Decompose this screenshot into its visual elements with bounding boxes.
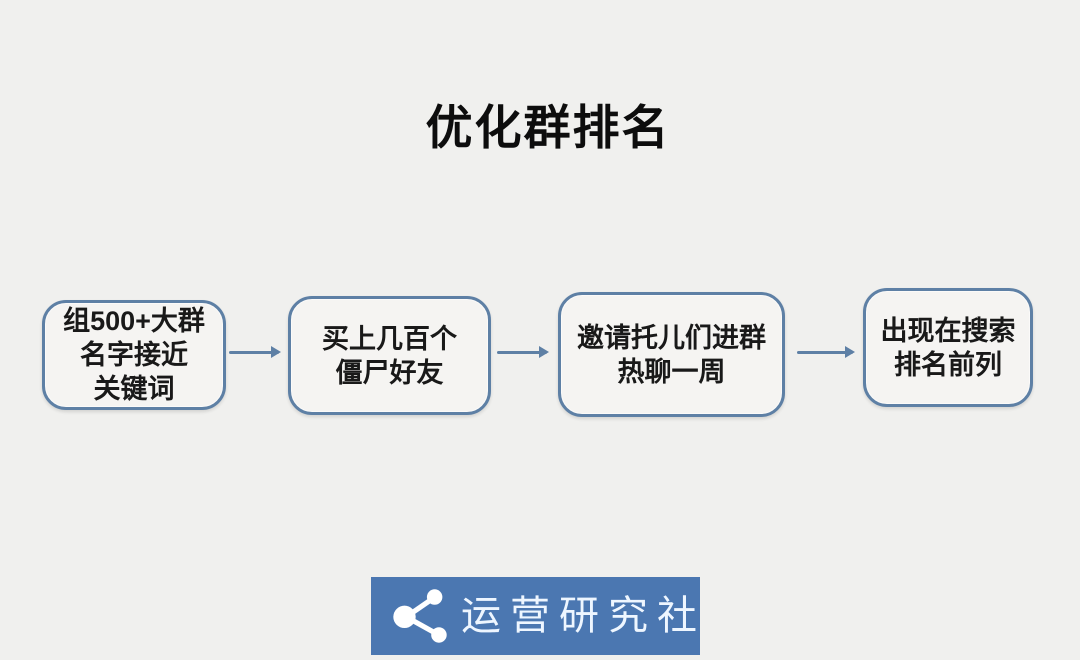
share-network-icon	[393, 589, 447, 643]
flow-step-line: 组500+大群	[63, 306, 205, 336]
flow-step-line: 邀请托儿们进群	[577, 322, 766, 353]
flow-step-line: 买上几百个	[322, 323, 457, 354]
flow-step-4: 出现在搜索 排名前列	[863, 288, 1033, 407]
flow-step-2: 买上几百个 僵尸好友	[288, 296, 491, 415]
flow-step-line: 排名前列	[894, 349, 1002, 380]
flow-step-line: 出现在搜索	[880, 315, 1016, 346]
flow-step-3: 邀请托儿们进群 热聊一周	[558, 292, 785, 417]
brand-name: 运营研究社	[461, 594, 706, 638]
flow-step-1: 组500+大群 名字接近 关键词	[42, 300, 226, 410]
flow-connector-arrow-icon	[229, 346, 281, 358]
flow-step-line: 名字接近	[80, 340, 188, 370]
brand-logo: 运营研究社	[371, 577, 700, 655]
flow-step-line: 僵尸好友	[335, 357, 444, 388]
flow-step-line: 热聊一周	[617, 356, 726, 387]
page-title: 优化群排名	[425, 101, 671, 155]
flow-connector-arrow-icon	[497, 346, 549, 358]
flow-step-line: 关键词	[93, 374, 175, 404]
flow-connector-arrow-icon	[797, 346, 855, 358]
